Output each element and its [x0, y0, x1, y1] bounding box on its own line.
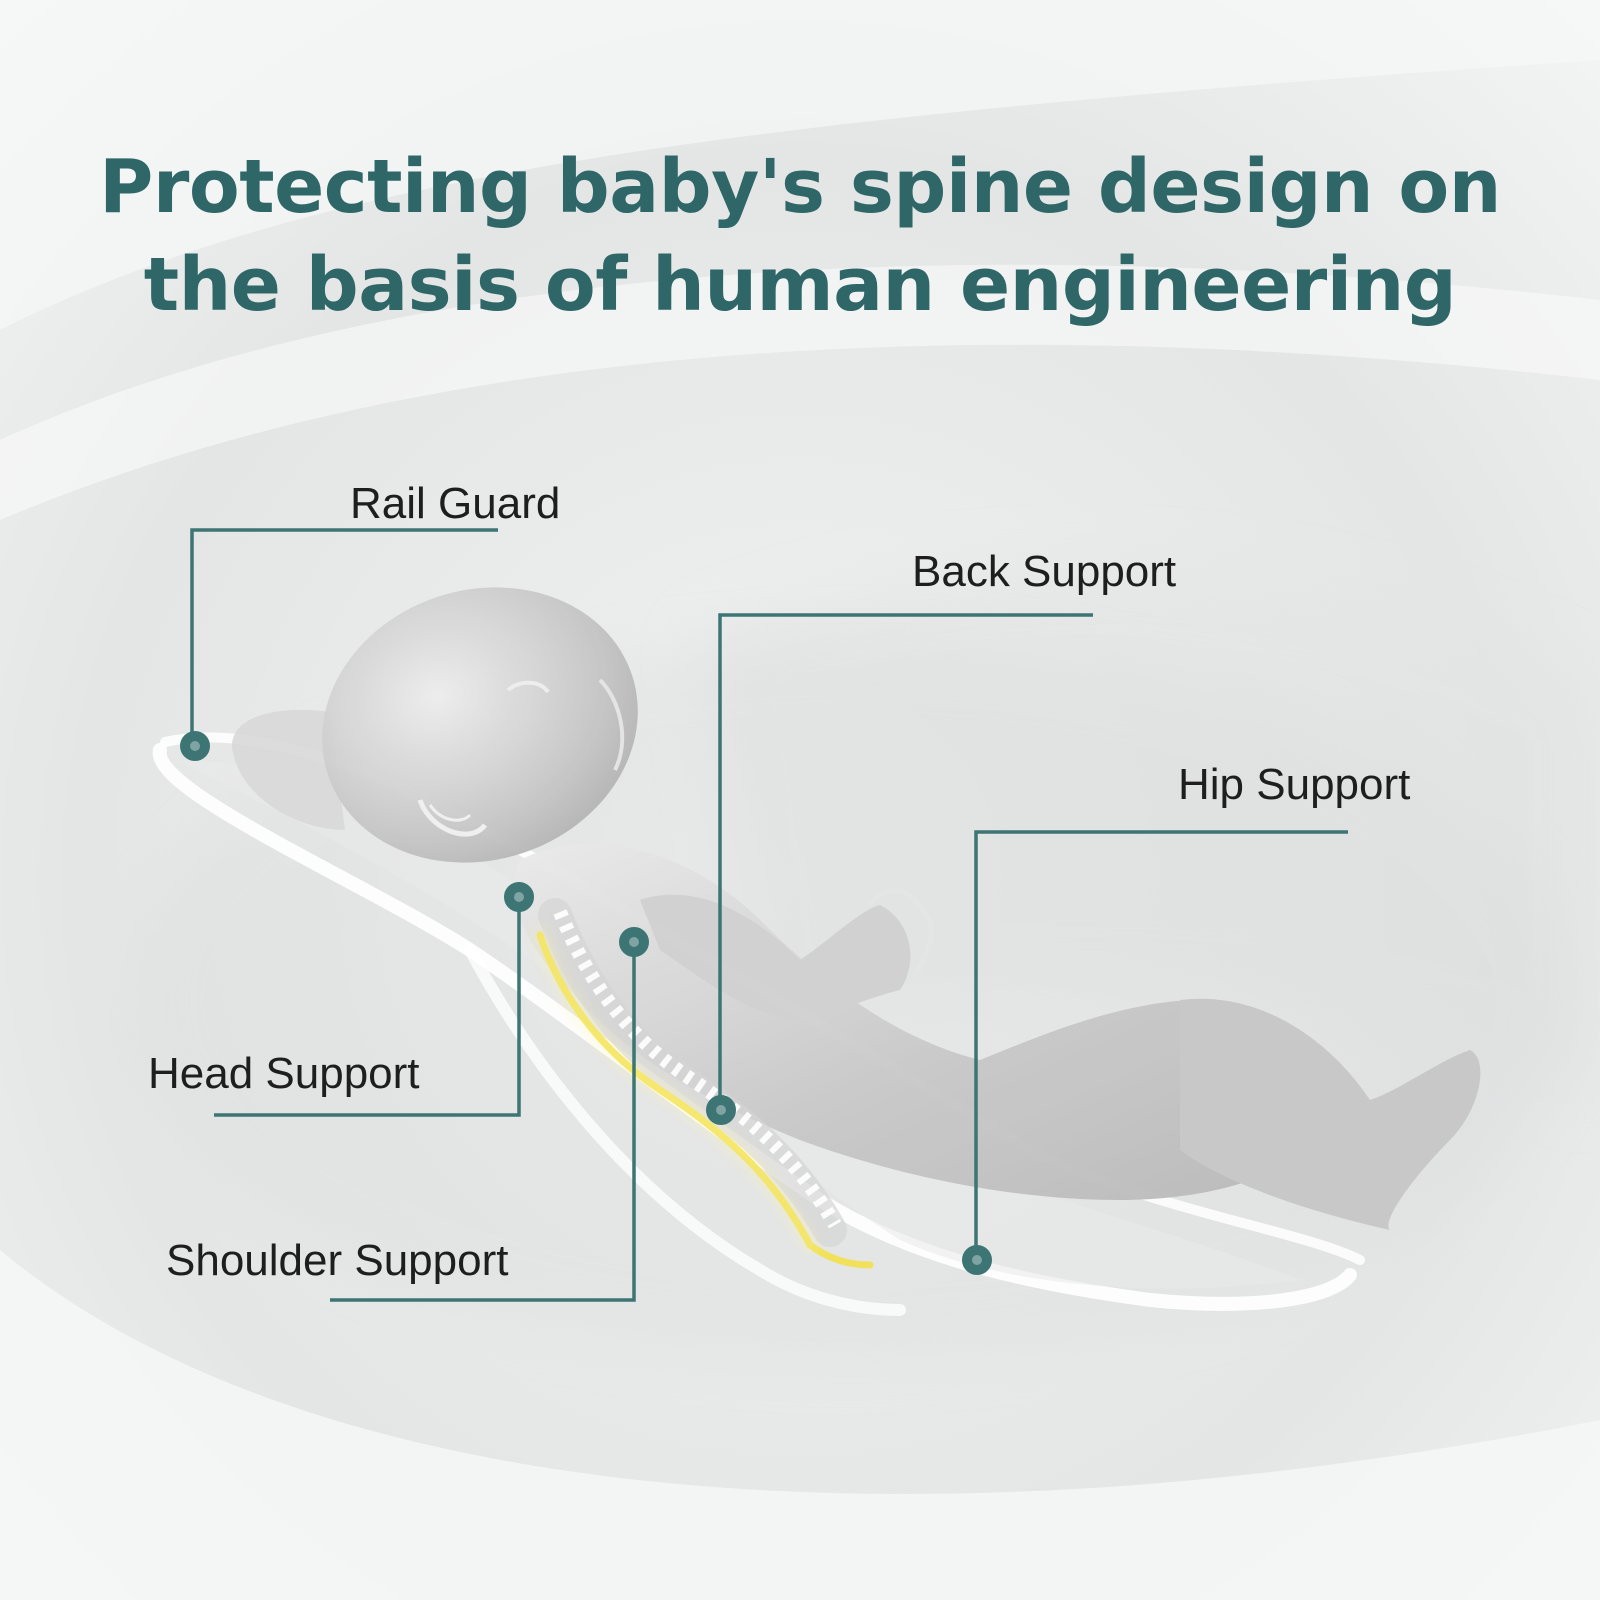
label-rail-guard: Rail Guard [350, 479, 561, 528]
label-hip-support: Hip Support [1178, 760, 1411, 809]
label-shoulder-support: Shoulder Support [166, 1236, 509, 1285]
title-line-2: the basis of human engineering [143, 242, 1457, 328]
label-back-support: Back Support [912, 547, 1177, 596]
rail-guard-leader [190, 528, 498, 746]
head-support-leader [214, 897, 521, 1117]
label-head-support: Head Support [148, 1049, 420, 1098]
page-title: Protecting baby's spine design on the ba… [0, 138, 1600, 334]
shoulder-support-leader [330, 942, 636, 1302]
back-support-leader [718, 613, 1093, 1110]
title-line-1: Protecting baby's spine design on [99, 144, 1501, 230]
hip-support-leader [974, 830, 1348, 1260]
